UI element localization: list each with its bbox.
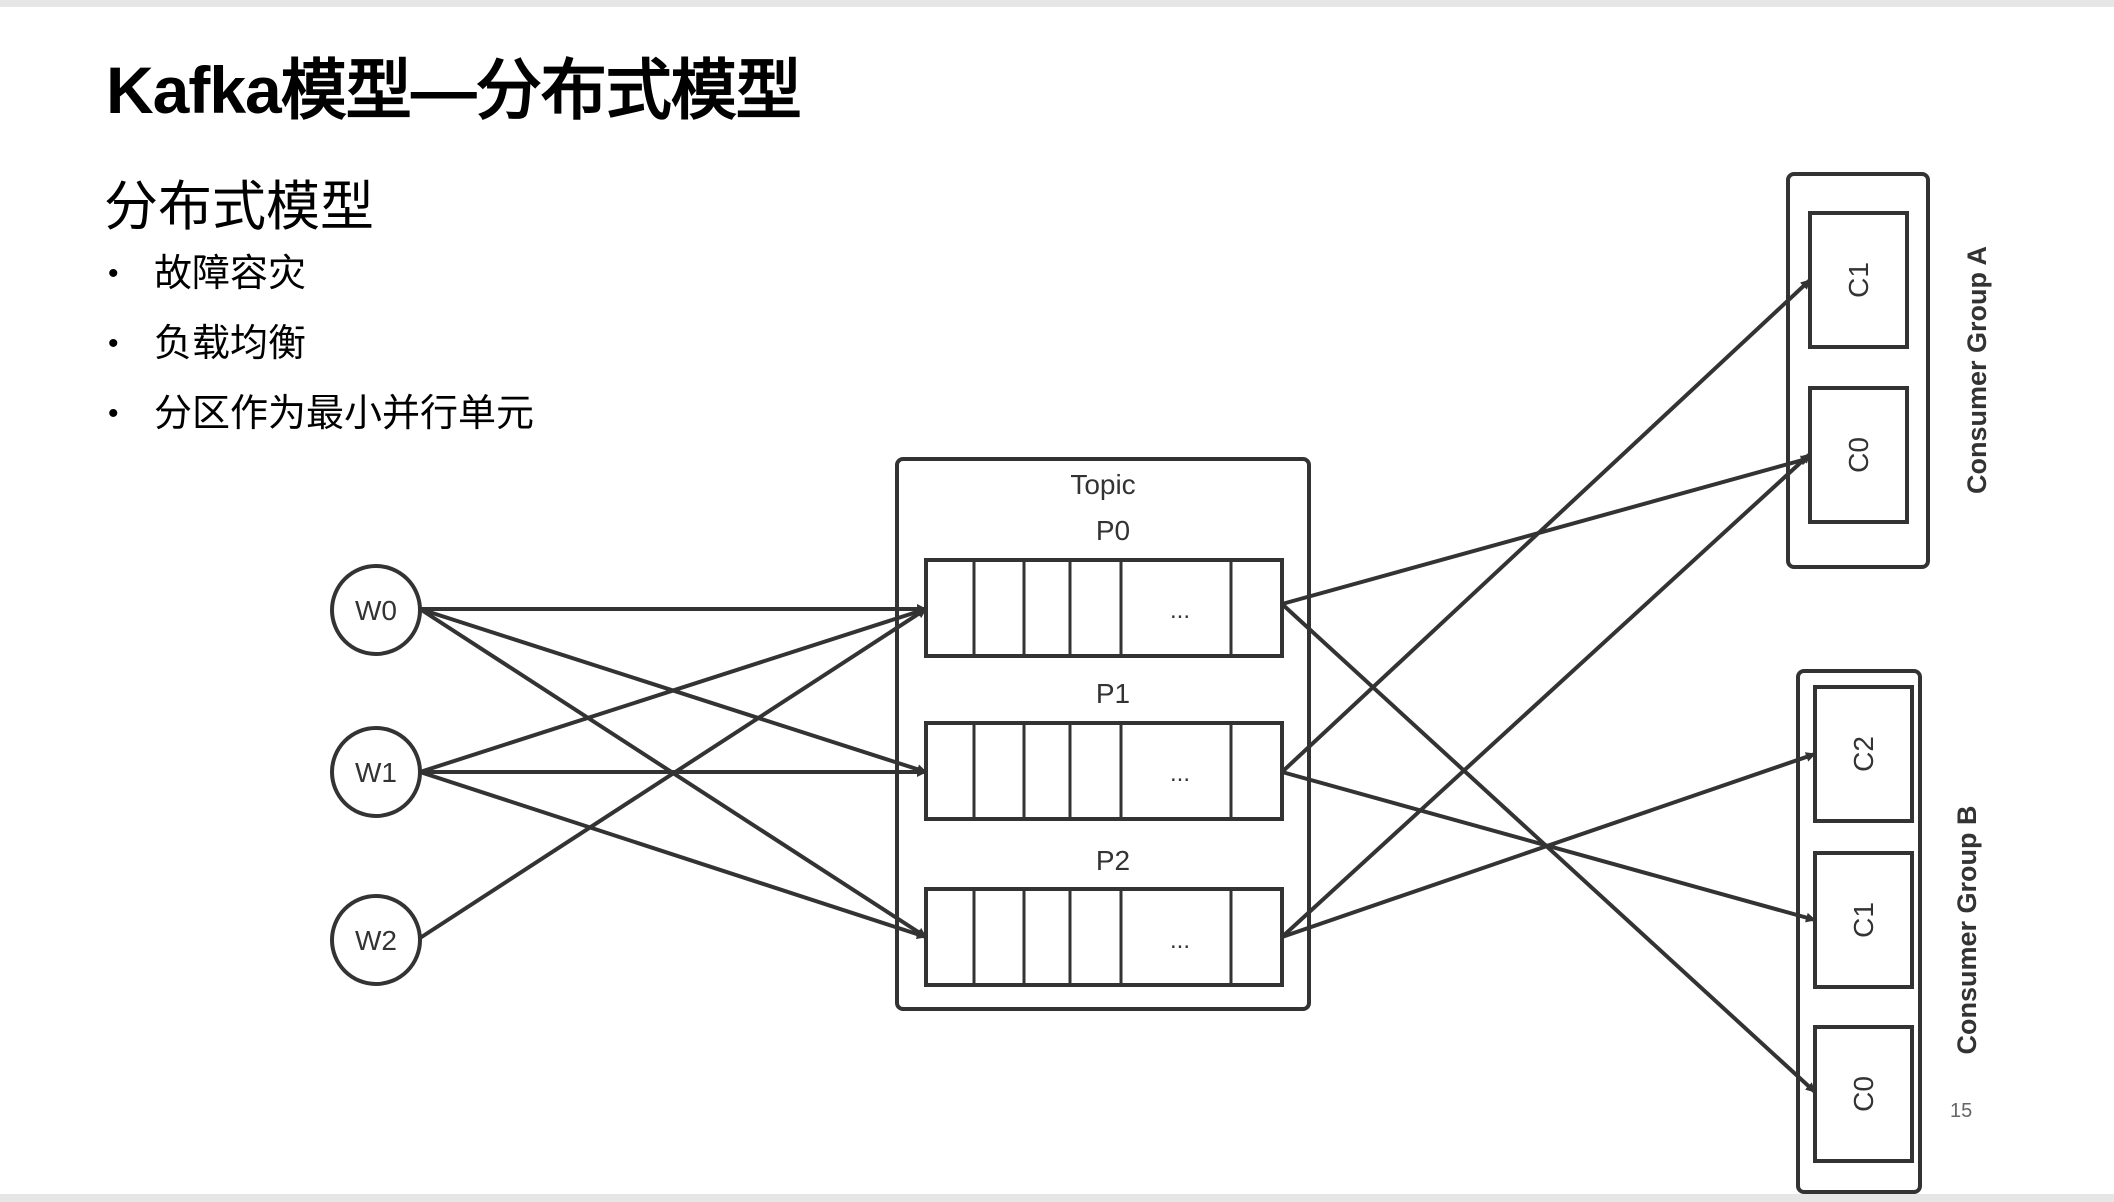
arrow-p0-groupA-c0 bbox=[1281, 455, 1811, 606]
writer-label: W0 bbox=[355, 595, 397, 626]
arrow-w1-p2 bbox=[419, 770, 927, 939]
partition-p0: P0 ... bbox=[924, 515, 1284, 658]
partition-label: P0 bbox=[1096, 515, 1130, 546]
consumer-label: C2 bbox=[1848, 736, 1879, 772]
writer-label: W2 bbox=[355, 925, 397, 956]
bullet-item: 故障容灾 bbox=[108, 239, 534, 309]
writer-node bbox=[330, 894, 422, 986]
partition-queue bbox=[924, 887, 1284, 987]
consumer-label: C0 bbox=[1848, 1076, 1879, 1112]
topic-box bbox=[895, 457, 1311, 1011]
arrow-w1-p0 bbox=[419, 607, 927, 774]
consumer-box bbox=[1808, 211, 1909, 349]
consumer-box bbox=[1813, 685, 1914, 823]
consumer-box bbox=[1813, 1025, 1914, 1163]
group-box bbox=[1786, 172, 1930, 569]
partition-queue bbox=[924, 721, 1284, 821]
consume-arrows bbox=[1280, 278, 1817, 1094]
group-label: Consumer Group B bbox=[1952, 805, 1982, 1054]
writer-w0: W0 bbox=[330, 564, 422, 656]
slide-title: Kafka模型—分布式模型 bbox=[106, 53, 802, 127]
writer-w1: W1 bbox=[330, 726, 422, 818]
group-box bbox=[1796, 669, 1922, 1194]
slide-subtitle: 分布式模型 bbox=[104, 177, 374, 237]
partition-label: P1 bbox=[1096, 678, 1130, 709]
queue-ellipsis: ... bbox=[1170, 597, 1190, 624]
group-label: Consumer Group A bbox=[1962, 246, 1992, 494]
writer-label: W1 bbox=[355, 757, 397, 788]
consumer-box bbox=[1808, 386, 1909, 524]
arrow-w2-p0 bbox=[418, 607, 928, 940]
consumer-label: C0 bbox=[1843, 437, 1874, 473]
bullet-item: 分区作为最小并行单元 bbox=[108, 379, 534, 449]
arrow-p1-groupA-c1 bbox=[1280, 278, 1812, 774]
topic-label: Topic bbox=[1070, 469, 1135, 500]
writer-w2: W2 bbox=[330, 894, 422, 986]
queue-ellipsis: ... bbox=[1170, 760, 1190, 787]
page-number: 15 bbox=[1950, 1100, 1973, 1122]
partition-queue bbox=[924, 558, 1284, 658]
consumer-group-b: C2 C1 C0 Consumer Group B bbox=[1796, 669, 1982, 1194]
partition-label: P2 bbox=[1096, 845, 1130, 876]
consumer-group-a: C1 C0 Consumer Group A bbox=[1786, 172, 1992, 569]
consumer-box bbox=[1813, 851, 1914, 989]
arrow-p2-groupB-c2 bbox=[1281, 752, 1816, 939]
bullet-list: 故障容灾 负载均衡 分区作为最小并行单元 bbox=[108, 239, 534, 449]
partition-p1: P1 ... bbox=[924, 678, 1284, 821]
produce-arrows bbox=[418, 604, 928, 940]
consumer-label: C1 bbox=[1848, 902, 1879, 938]
consumer-label: C1 bbox=[1843, 262, 1874, 298]
bullet-item: 负载均衡 bbox=[108, 309, 534, 379]
partition-p2: P2 ... bbox=[924, 845, 1284, 987]
arrow-p2-groupA-c0 bbox=[1280, 452, 1812, 939]
queue-ellipsis: ... bbox=[1170, 927, 1190, 954]
